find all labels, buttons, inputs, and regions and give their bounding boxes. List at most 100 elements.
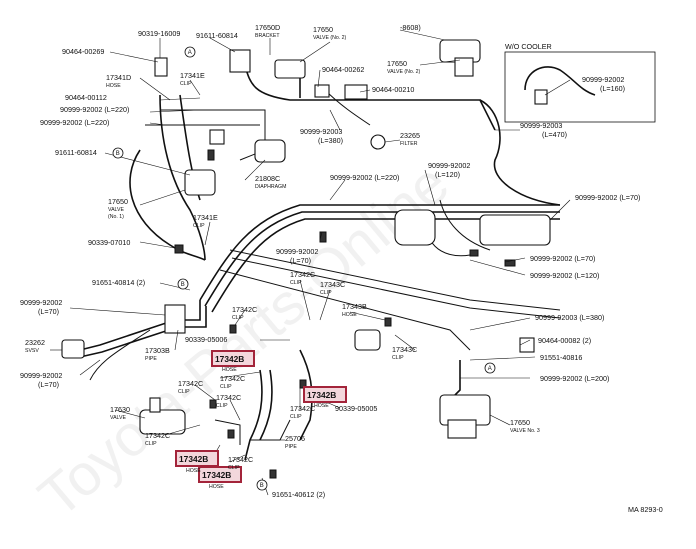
label-17343b: 17343B [342, 302, 367, 311]
label-8608: -8608) [400, 23, 421, 32]
label-hose-17343b: HOSE [342, 312, 357, 318]
label-clip-17341e-mid: CLIP [193, 223, 205, 229]
label-90999-92003-l470: 90999-92003 [520, 121, 562, 130]
label-90319-16009: 90319-16009 [138, 29, 180, 38]
highlight-box-4 [198, 466, 242, 483]
marker-a-top: A [188, 50, 192, 56]
part-labels: 90464-00269 90319-16009 91611-60814 1765… [20, 23, 663, 514]
label-clip-17342c-a: CLIP [290, 280, 302, 286]
label-clip-17342c-g: CLIP [145, 441, 157, 447]
label-90999-92002-l220-b: 90999-92002 (L=220) [40, 118, 109, 127]
label-90999-92002-inset: 90999-92002 [582, 75, 624, 84]
label-hose-17342b-c: HOSE [186, 468, 201, 474]
label-bracket: BRACKET [255, 33, 280, 39]
label-90464-00269: 90464-00269 [62, 47, 104, 56]
label-l380: (L=380) [318, 136, 343, 145]
label-valve-no2-mid: VALVE (No. 2) [387, 69, 421, 75]
label-90999-92002-l70-a: 90999-92002 (L=70) [575, 193, 640, 202]
label-l70-d: (L=70) [38, 307, 59, 316]
label-pipe-17303b: PIPE [145, 356, 157, 362]
label-l70-b: (L=70) [290, 256, 311, 265]
label-clip-17342c-f: CLIP [290, 414, 302, 420]
label-clip-17341e-top: CLIP [180, 81, 192, 87]
label-l470: (L=470) [542, 130, 567, 139]
label-l160: (L=160) [600, 84, 625, 93]
label-17343c-b: 17343C [392, 345, 417, 354]
label-17650-mid: 17650 [387, 59, 407, 68]
marker-b-middle: B [181, 282, 185, 288]
label-no1: (No. 1) [108, 214, 124, 220]
label-91651-40814: 91651-40814 (2) [92, 278, 145, 287]
label-valve-17630: VALVE [110, 415, 126, 421]
label-17342c-f: 17342C [290, 404, 315, 413]
label-23262: 23262 [25, 338, 45, 347]
label-17650-valve-no3: 17650 [510, 418, 530, 427]
label-25706: 25706 [285, 434, 305, 443]
marker-b-bottom: B [260, 483, 264, 489]
label-17342c-d: 17342C [178, 379, 203, 388]
label-clip-17343c-a: CLIP [320, 290, 332, 296]
label-17650-valve-no1: 17650 [108, 197, 128, 206]
label-17342b-c: 17342B [179, 454, 208, 464]
label-hose-17342b-a: HOSE [222, 367, 237, 373]
label-17341e-mid: 17341E [193, 213, 218, 222]
label-17342c-g: 17342C [145, 431, 170, 440]
label-90464-00082: 90464-00082 (2) [538, 336, 591, 345]
label-hose-17342b-d: HOSE [209, 484, 224, 490]
label-diaphragm: DIAPHRAGM [255, 184, 286, 190]
label-90999-92002-l70-b: 90999-92002 [276, 247, 318, 256]
label-17341d: 17341D [106, 73, 131, 82]
label-17342c-a: 17342C [290, 270, 315, 279]
label-drawing-number: MA 8293-0 [628, 505, 663, 514]
label-hose-17341d: HOSE [106, 83, 121, 89]
watermark: Toyota-Parts-Online [27, 151, 461, 530]
label-17342c-h: 17342C [228, 455, 253, 464]
label-90999-92002-l200: 90999-92002 (L=200) [540, 374, 609, 383]
marker-b-left: B [116, 151, 120, 157]
highlight-box-3 [175, 450, 219, 467]
label-90339-05006: 90339-05006 [185, 335, 227, 344]
label-clip-17342c-c: CLIP [220, 384, 232, 390]
label-90999-92002-l220-c: 90999-92002 (L=220) [330, 173, 399, 182]
highlight-box-1 [211, 350, 255, 367]
label-pipe-25706: PIPE [285, 444, 297, 450]
label-17650-top: 17650 [313, 25, 333, 34]
label-17342c-c: 17342C [220, 374, 245, 383]
label-91651-40612: 91651-40612 (2) [272, 490, 325, 499]
label-clip-17342c-e: CLIP [216, 403, 228, 409]
label-valve-no2-top: VALVE (No. 2) [313, 35, 347, 41]
label-17342b-d: 17342B [202, 470, 231, 480]
label-90339-07010: 90339-07010 [88, 238, 130, 247]
label-17650d: 17650D [255, 23, 280, 32]
label-91551-40816: 91551-40816 [540, 353, 582, 362]
label-17342c-b: 17342C [232, 305, 257, 314]
label-clip-17342c-b: CLIP [232, 315, 244, 321]
marker-a-right: A [488, 366, 492, 372]
leader-lines [50, 29, 571, 496]
label-l120-a: (L=120) [435, 170, 460, 179]
label-23265: 23265 [400, 131, 420, 140]
label-90999-92003-l380: 90999-92003 [300, 127, 342, 136]
label-clip-17342c-d: CLIP [178, 389, 190, 395]
label-17303b: 17303B [145, 346, 170, 355]
label-90999-92002-l120-b: 90999-92002 (L=120) [530, 271, 599, 280]
label-valve-no3: VALVE No. 3 [510, 428, 540, 434]
label-91611-60814-top: 91611-60814 [196, 31, 238, 40]
label-91611-60814-left: 91611-60814 [55, 148, 97, 157]
label-17342c-e: 17342C [216, 393, 241, 402]
label-90464-00210: 90464-00210 [372, 85, 414, 94]
label-21808c: 21808C [255, 174, 280, 183]
highlight-box-2 [303, 386, 347, 403]
label-svsv: SVSV [25, 348, 39, 354]
label-valve-no1: VALVE [108, 207, 124, 213]
label-clip-17342c-h: CLIP [228, 465, 240, 471]
label-clip-17343c-b: CLIP [392, 355, 404, 361]
label-90999-92002-l120-a: 90999-92002 [428, 161, 470, 170]
label-17630: 17630 [110, 405, 130, 414]
label-wo-cooler: W/O COOLER [505, 42, 552, 51]
label-90999-92002-l70-c: 90999-92002 (L=70) [530, 254, 595, 263]
label-17341e-top: 17341E [180, 71, 205, 80]
label-17342b-b: 17342B [307, 390, 336, 400]
label-90464-00112: 90464-00112 [65, 93, 107, 102]
label-17343c-a: 17343C [320, 280, 345, 289]
